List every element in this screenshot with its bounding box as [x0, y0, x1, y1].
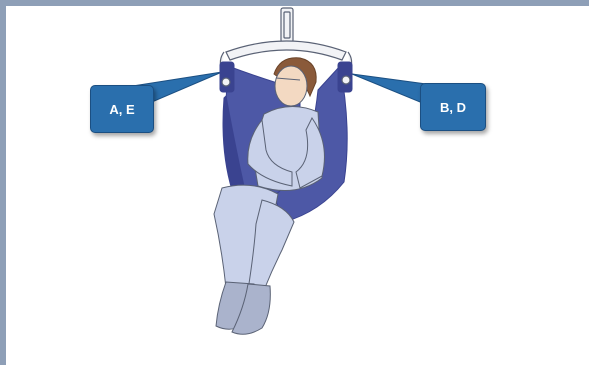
spreader-bar-arc	[226, 41, 346, 60]
strap-loop-left	[222, 78, 230, 86]
patient-head	[275, 66, 307, 106]
hanger-strap-inner	[284, 12, 290, 38]
callout-label-left: A, E	[90, 85, 154, 133]
strap-loop-right	[342, 76, 350, 84]
callout-label-right: B, D	[420, 83, 486, 131]
sling-strap-left	[220, 62, 234, 92]
